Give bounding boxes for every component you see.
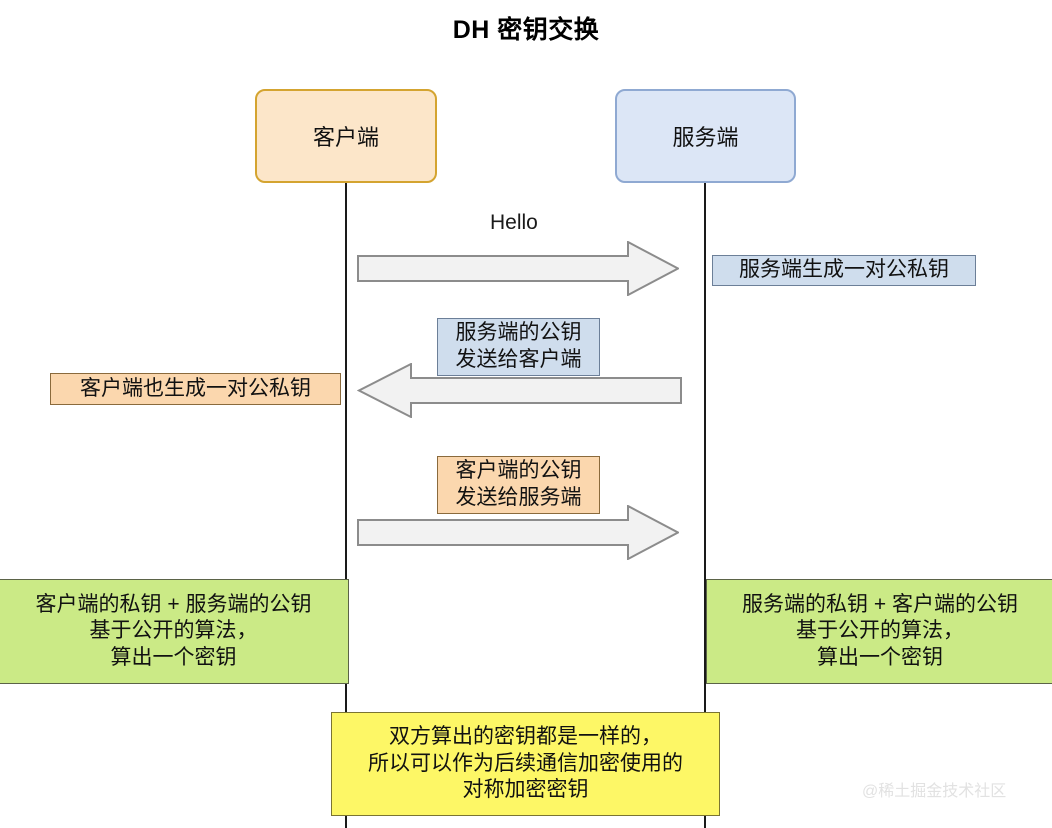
note-client-derives-secret: 客户端的私钥 + 服务端的公钥 基于公开的算法， 算出一个密钥	[0, 579, 349, 684]
message-label-hello: Hello	[490, 211, 538, 234]
lifeline-server	[704, 183, 706, 828]
arrow-server-to-client-publickey	[357, 363, 682, 418]
arrow-client-to-server-publickey	[357, 505, 679, 560]
note-client-generates-keypair: 客户端也生成一对公私钥	[50, 373, 341, 405]
note-server-public-key-to-client: 服务端的公钥 发送给客户端	[437, 318, 600, 376]
actor-box-client[interactable]: 客户端	[255, 89, 437, 183]
note-client-public-key-to-server: 客户端的公钥 发送给服务端	[437, 456, 600, 514]
note-shared-secret-conclusion: 双方算出的密钥都是一样的， 所以可以作为后续通信加密使用的 对称加密密钥	[331, 712, 720, 816]
note-server-generates-keypair: 服务端生成一对公私钥	[712, 255, 976, 286]
arrow-client-to-server-hello	[357, 241, 679, 296]
watermark-text: @稀土掘金技术社区	[862, 783, 1007, 800]
actor-label-server: 服务端	[672, 125, 739, 150]
note-server-derives-secret: 服务端的私钥 + 客户端的公钥 基于公开的算法， 算出一个密钥	[706, 579, 1052, 684]
page-title: DH 密钥交换	[452, 16, 600, 44]
lifeline-client	[345, 183, 347, 828]
actor-label-client: 客户端	[312, 125, 379, 150]
actor-box-server[interactable]: 服务端	[615, 89, 796, 183]
